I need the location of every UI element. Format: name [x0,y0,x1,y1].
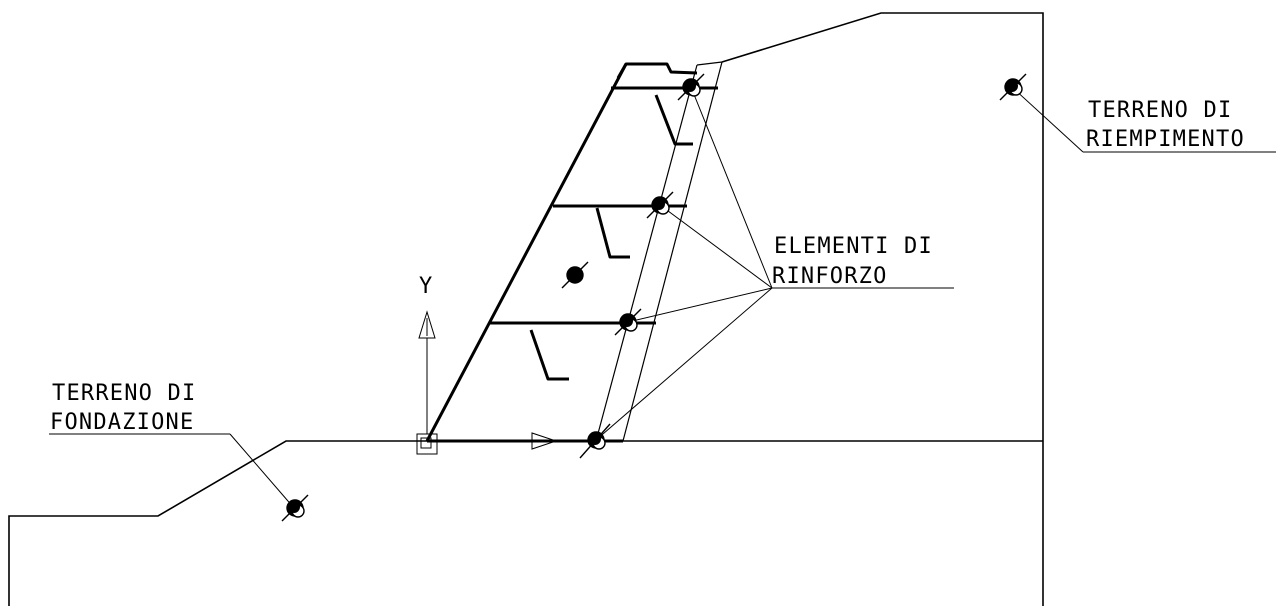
retaining-wall [425,62,698,443]
reinforced-block-back-face [595,61,723,442]
origin-marker [416,433,438,455]
reinforcement-symbol-base [579,423,611,459]
reinforcement-hook-3 [529,329,569,381]
reinforcement-symbol-3 [614,308,642,336]
reinforcement-strips [489,86,718,381]
reinforcement-symbol-1 [677,73,705,101]
foundation-soil-label-line1: TERRENO DI [52,381,196,406]
x-axis-arrowhead [531,432,558,450]
backfill-top-line [721,12,1044,606]
origin-marker-inner [420,437,432,449]
reinforcement-label-line2: RINFORZO [772,264,888,289]
foundation-soil-label-line2: FONDAZIONE [50,410,194,435]
material-symbols [281,73,1027,522]
reinforcement-hook-2 [595,207,630,259]
leader-to-strip-1 [690,86,773,289]
coordinate-axes [416,310,558,455]
foundation-soil-leader-line [229,433,295,509]
back-face-top-cap [696,61,723,66]
foundation-soil-leader [49,433,295,509]
y-axis-label: Y [419,274,433,299]
leader-to-strip-3 [627,287,773,323]
leader-to-strip-2 [659,204,773,289]
fill-soil-symbol [999,73,1027,101]
reinforcement-label-line1: ELEMENTI DI [774,234,933,259]
reinforcement-leaders [595,86,954,441]
wall-front-face [425,63,628,442]
back-face-line-inner [595,64,698,442]
foundation-soil-symbol [281,494,309,522]
labels: TERRENO DI RIEMPIMENTO ELEMENTI DI RINFO… [50,98,1245,435]
foundation-ground-line [8,440,1043,606]
block-material-symbol [561,261,589,289]
reinforcement-hook-1 [654,94,693,146]
y-axis-arrowhead [418,310,436,339]
leader-to-base [595,287,773,441]
fill-soil-leader-line [1012,87,1084,153]
back-face-line-outer [622,61,723,442]
fill-soil-label-line2: RIEMPIMENTO [1086,127,1245,152]
fill-soil-label-line1: TERRENO DI [1088,98,1232,123]
wall-top-cap [616,62,698,79]
terrain-outline [8,12,1044,606]
fill-soil-leader [1012,87,1276,153]
reinforcement-symbol-2 [646,191,674,219]
